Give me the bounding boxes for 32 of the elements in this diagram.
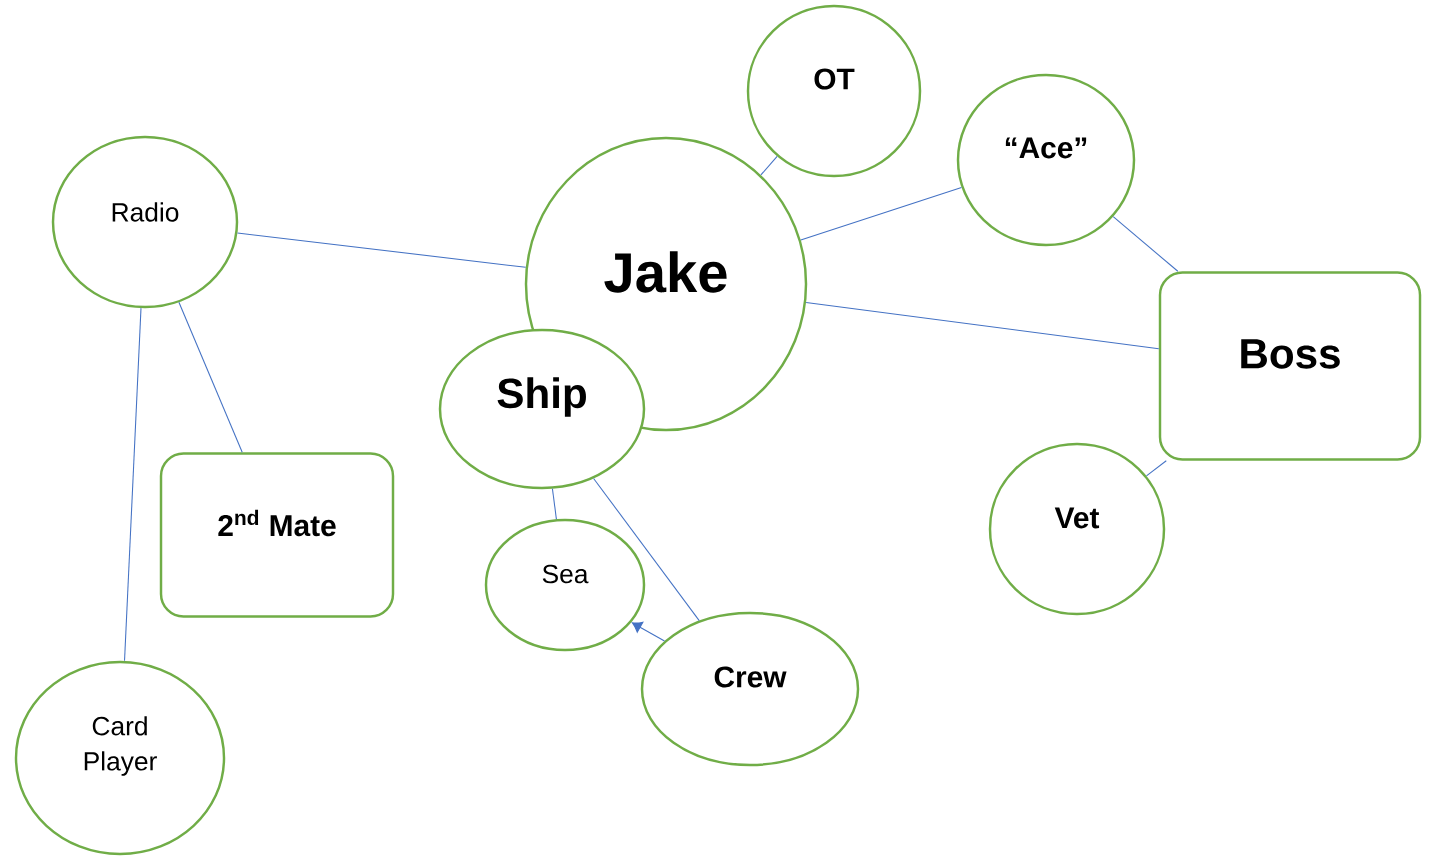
rounded-box xyxy=(159,452,395,618)
node-label: Radio xyxy=(112,202,179,222)
connector-line xyxy=(236,232,527,268)
ellipse-node xyxy=(746,4,922,178)
connector-line xyxy=(551,488,557,520)
node-label: “Ace” xyxy=(1005,137,1087,159)
connector-line xyxy=(1145,460,1167,477)
node-label: Ship xyxy=(497,377,586,417)
node-label: Crew xyxy=(714,666,787,688)
ellipse-node xyxy=(51,135,239,309)
connector-line xyxy=(593,477,700,622)
node-label: 2$^{nd}$ Mate xyxy=(218,509,336,537)
connector-line xyxy=(800,187,962,241)
connector-line xyxy=(124,307,142,662)
arrow xyxy=(631,621,666,642)
node-label: Jake xyxy=(604,251,727,293)
connector-line xyxy=(760,155,778,176)
node-label: Vet xyxy=(1054,507,1100,529)
ellipse-node xyxy=(438,328,646,490)
connector-line xyxy=(805,301,1160,350)
ellipse-node xyxy=(484,518,646,652)
node-label: Boss xyxy=(1241,339,1340,369)
ellipse-node xyxy=(956,73,1136,247)
connector-line xyxy=(178,301,243,453)
ellipse-node xyxy=(988,442,1166,616)
connector-line xyxy=(1112,216,1179,272)
node-label: Sea xyxy=(542,564,589,584)
ellipse-node xyxy=(14,660,226,856)
node-label: OT xyxy=(814,68,855,90)
node-label: Card Player xyxy=(84,716,157,776)
ellipse-node xyxy=(640,611,860,767)
rounded-box xyxy=(1158,271,1422,461)
